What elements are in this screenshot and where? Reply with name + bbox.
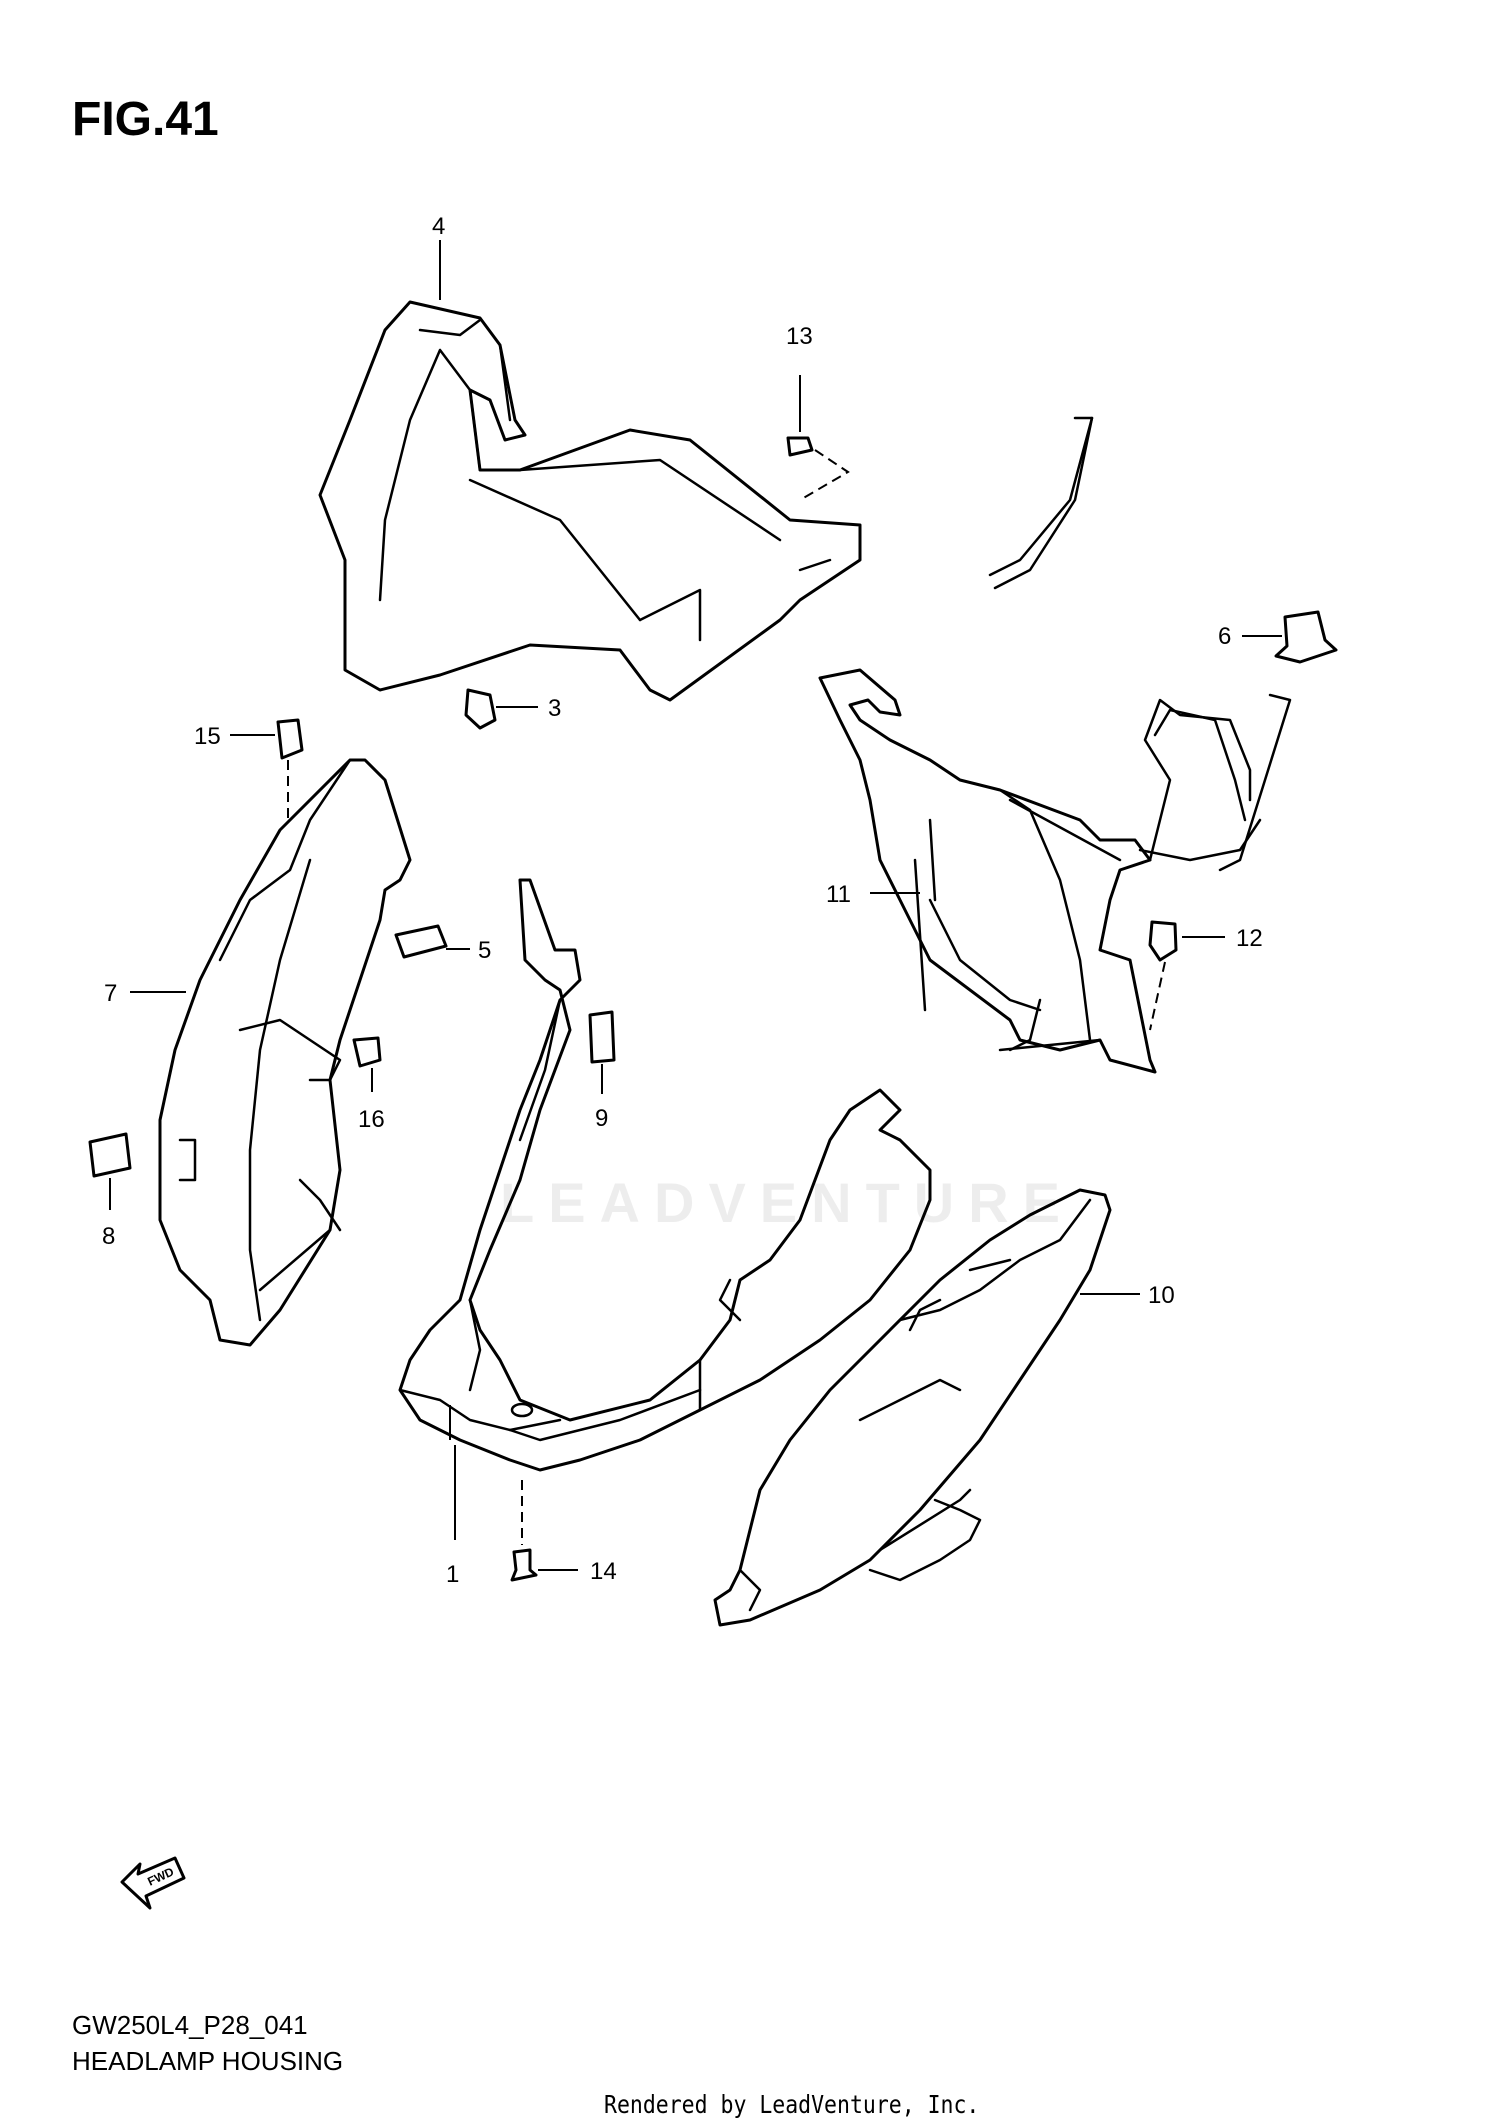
callout-7: 7 bbox=[104, 980, 117, 1007]
part-4-upper-cover[interactable] bbox=[318, 300, 862, 702]
part-5-pad[interactable]: 5 bbox=[394, 924, 491, 964]
callout-3: 3 bbox=[548, 695, 561, 722]
callout-16: 16 bbox=[358, 1106, 385, 1133]
callout-4: 4 bbox=[432, 213, 445, 240]
watermark: LEADVENTURE bbox=[500, 1171, 1075, 1234]
part-7-left-side-panel[interactable]: 7 bbox=[104, 758, 412, 1347]
part-16-screw[interactable]: 16 bbox=[352, 1036, 385, 1133]
part-3-clip[interactable]: 3 bbox=[464, 688, 561, 730]
part-11-bracket[interactable]: 11 bbox=[818, 416, 1292, 1074]
callout-10: 10 bbox=[1148, 1282, 1175, 1309]
part-13-screw[interactable]: 13 bbox=[786, 323, 850, 501]
diagram-description: HEADLAMP HOUSING bbox=[72, 2046, 344, 2076]
diagram-code: GW250L4_P28_041 bbox=[72, 2010, 308, 2040]
part-9-pad[interactable]: 9 bbox=[588, 1010, 616, 1132]
part-1-lower-housing[interactable]: 1 bbox=[398, 878, 932, 1588]
callout-13: 13 bbox=[786, 323, 813, 350]
part-14-screw[interactable]: 14 bbox=[510, 1480, 617, 1585]
part-8-pad[interactable]: 8 bbox=[88, 1132, 132, 1250]
callout-11: 11 bbox=[826, 881, 851, 908]
callout-6: 6 bbox=[1218, 623, 1231, 650]
callout-1: 1 bbox=[446, 1561, 459, 1588]
callout-12: 12 bbox=[1236, 925, 1263, 952]
part-6-grommet[interactable]: 6 bbox=[1218, 610, 1338, 664]
callout-14: 14 bbox=[590, 1558, 617, 1585]
figure-title: FIG.41 bbox=[72, 93, 219, 146]
callout-8: 8 bbox=[102, 1223, 115, 1250]
callout-9: 9 bbox=[595, 1105, 608, 1132]
part-10-right-side-panel[interactable]: 10 bbox=[713, 1188, 1175, 1627]
fwd-arrow-icon: FWD bbox=[120, 1856, 186, 1910]
callout-15: 15 bbox=[194, 723, 221, 750]
callout-5: 5 bbox=[478, 937, 491, 964]
part-12-bolt[interactable]: 12 bbox=[1148, 920, 1263, 1031]
render-credit: Rendered by LeadVenture, Inc. bbox=[604, 2090, 980, 2119]
